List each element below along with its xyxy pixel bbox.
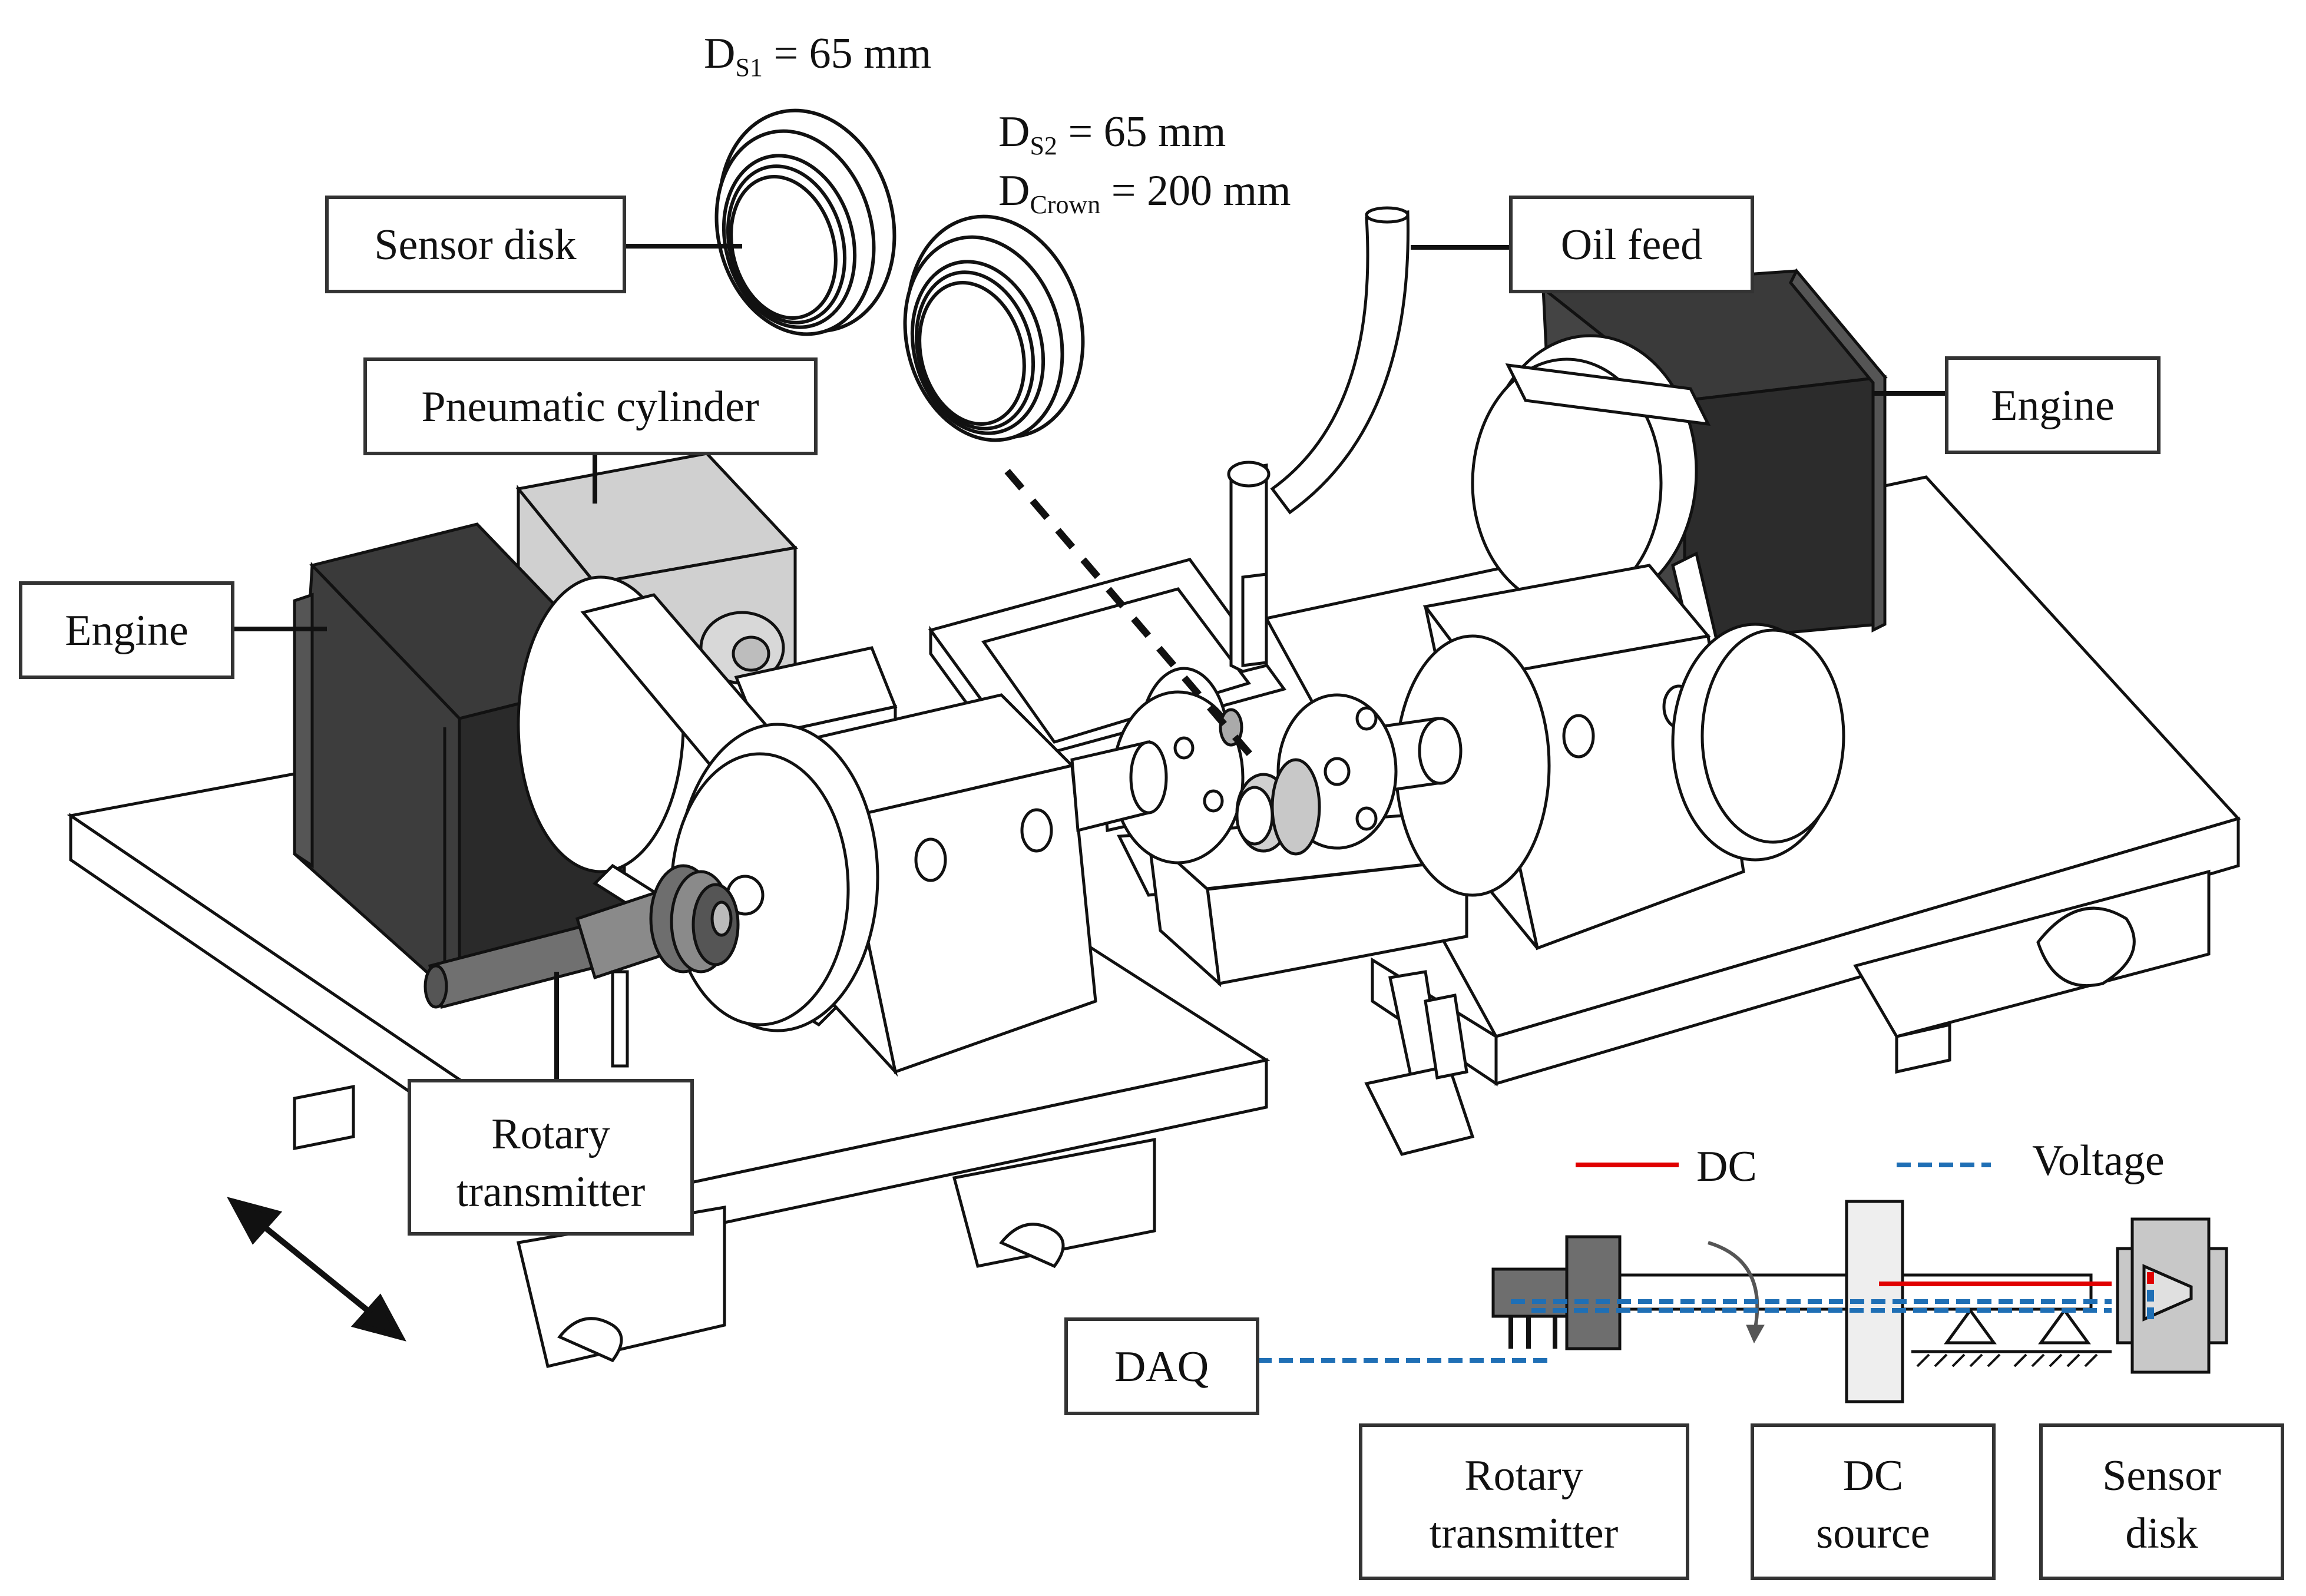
schematic-sensor-disk (2116, 1217, 2228, 1374)
svg-text:DC: DC (1696, 1143, 1757, 1191)
label-schematic-sensor-disk: Sensor disk (2039, 1423, 2284, 1580)
svg-text:disk: disk (2125, 1509, 2198, 1558)
left-shaft (1070, 740, 1168, 833)
right-bearing-block (1394, 564, 1845, 951)
svg-text:DCrown = 200 mm: DCrown = 200 mm (998, 167, 1291, 219)
svg-text:Voltage: Voltage (2032, 1137, 2165, 1185)
svg-text:transmitter: transmitter (1430, 1509, 1619, 1558)
dimension-d-s2: DS2 = 65 mm (998, 108, 1226, 160)
label-schematic-rotary-transmitter: Rotary transmitter (1359, 1423, 1689, 1580)
left-base-rails (293, 1084, 1156, 1369)
leader-lines (233, 244, 1947, 1081)
label-pneumatic-cylinder: Pneumatic cylinder (363, 357, 818, 455)
svg-text:source: source (1816, 1509, 1930, 1558)
left-bearing-block (670, 693, 1097, 1077)
schematic-supports (1911, 1307, 2112, 1367)
label-sensor-disk: Sensor disk (325, 196, 626, 293)
label-engine-left: Engine (19, 581, 234, 679)
schematic-legend: DC Voltage (1576, 1137, 2165, 1191)
sensor-disk-2 (903, 214, 1085, 442)
rotary-transmitter-3d (424, 864, 740, 1068)
dimension-d-s1: DS1 = 65 mm (704, 29, 931, 82)
svg-text:Rotary: Rotary (1464, 1452, 1583, 1500)
svg-text:Rotary: Rotary (491, 1110, 610, 1158)
svg-text:transmitter: transmitter (456, 1168, 646, 1216)
label-rotary-transmitter: Rotary transmitter (408, 1079, 694, 1236)
svg-text:Engine: Engine (65, 607, 188, 655)
svg-text:DS1 = 65 mm: DS1 = 65 mm (704, 29, 931, 82)
label-engine-right: Engine (1945, 356, 2161, 454)
svg-text:DS2 = 65 mm: DS2 = 65 mm (998, 108, 1226, 160)
label-oil-feed: Oil feed (1509, 196, 1754, 293)
oil-feed-pipe (1227, 206, 1410, 673)
movement-arrow (227, 1197, 406, 1342)
svg-text:Engine: Engine (1991, 382, 2115, 430)
svg-text:Pneumatic cylinder: Pneumatic cylinder (421, 383, 759, 431)
svg-text:Sensor: Sensor (2102, 1452, 2221, 1500)
right-base-rails (1853, 869, 2211, 1074)
label-daq: DAQ (1064, 1317, 1259, 1415)
svg-text:Sensor disk: Sensor disk (374, 221, 576, 269)
sensor-disk-1 (714, 108, 896, 336)
schematic-rotary-transmitter (1491, 1235, 1622, 1350)
svg-text:DC: DC (1843, 1452, 1904, 1500)
schematic-wires (1258, 1282, 2112, 1363)
label-schematic-dc-source: DC source (1751, 1423, 1996, 1580)
svg-text:Oil feed: Oil feed (1561, 221, 1702, 269)
rotation-arrowhead (1746, 1325, 1765, 1344)
support-bracket (1364, 970, 1475, 1156)
dimension-d-crown: DCrown = 200 mm (998, 167, 1291, 219)
svg-text:DAQ: DAQ (1114, 1343, 1209, 1391)
explode-dashed-line (1004, 469, 1258, 762)
